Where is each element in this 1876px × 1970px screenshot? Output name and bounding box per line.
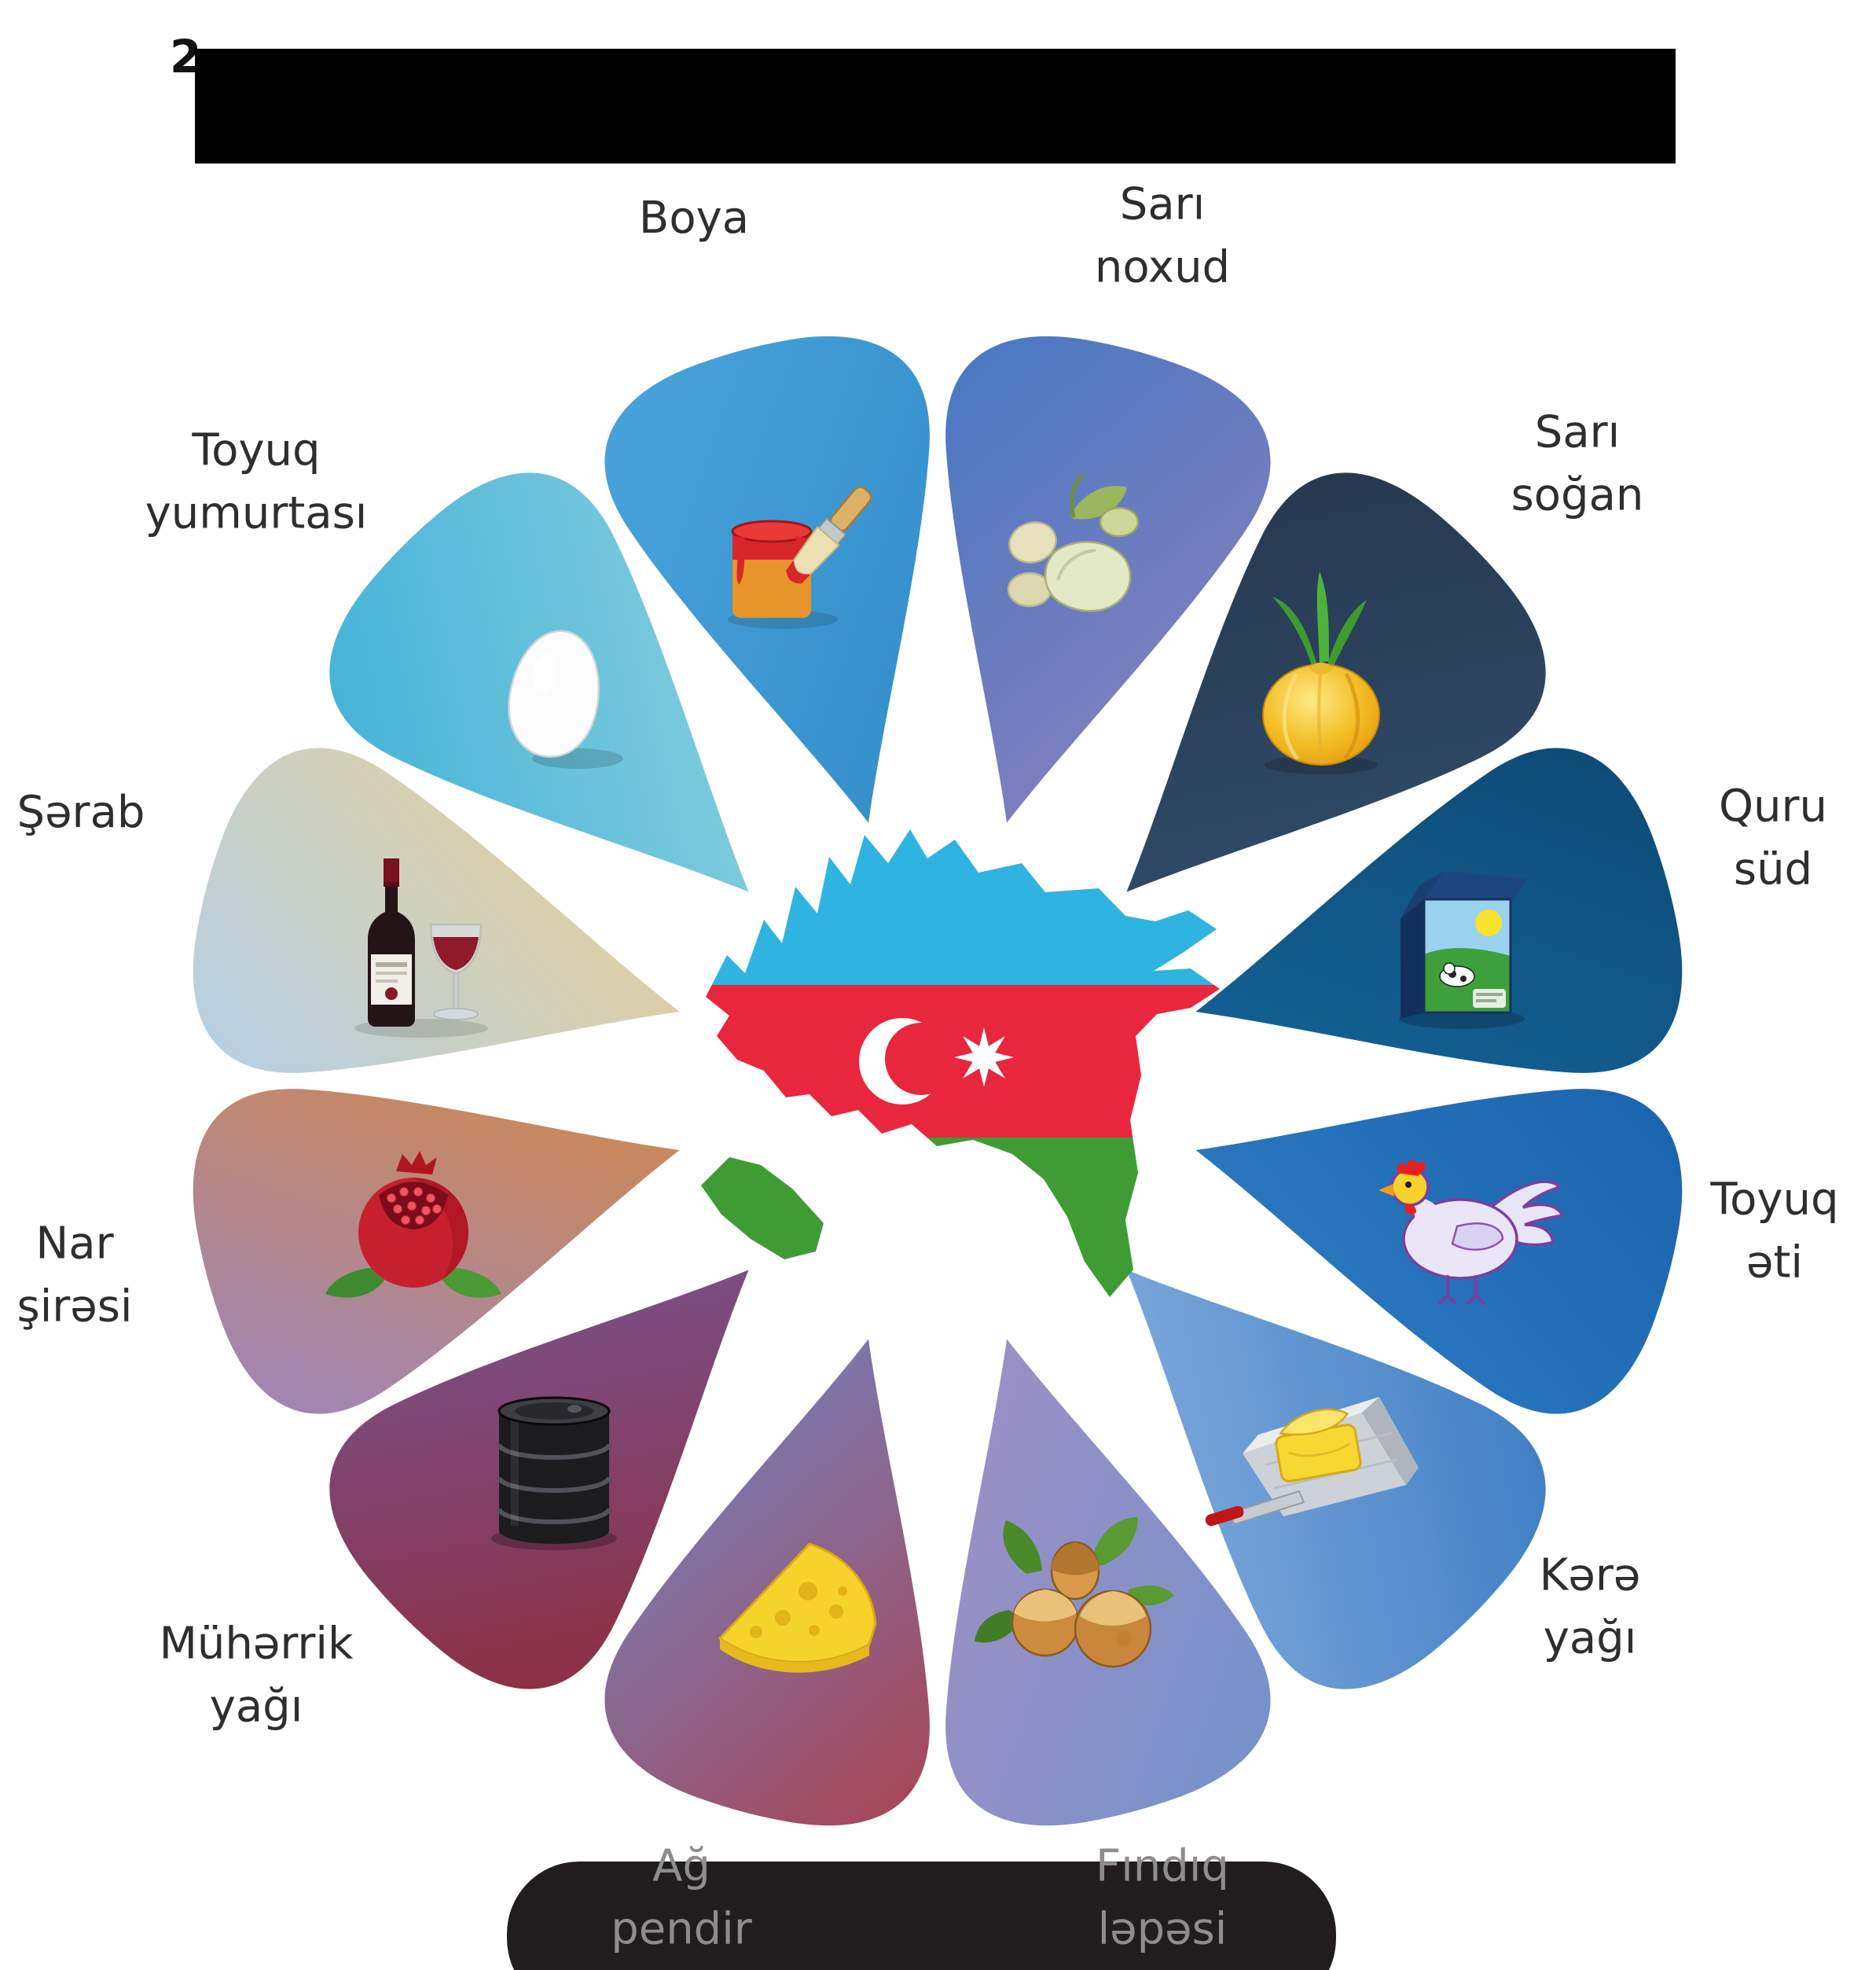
label-toyuq-eti: Toyuq əti (1710, 1174, 1839, 1288)
hazelnuts-icon (975, 1517, 1174, 1668)
azerbaijan-map (701, 829, 1220, 1297)
label-serab: Şərab (17, 787, 145, 839)
icons (325, 473, 1565, 1673)
wine-icon (354, 858, 488, 1038)
label-ag-pendir: Ağ pendir (611, 1840, 752, 1954)
oil-barrel-icon (491, 1396, 617, 1550)
label-quru-sud: Quru süd (1718, 781, 1828, 895)
petal-ag-pendir (604, 1339, 930, 1826)
label-kere-yagi: Kərə yağı (1539, 1549, 1641, 1663)
petal-serab (193, 748, 680, 1073)
flag-red-stripe (701, 985, 1220, 1138)
paint-icon (728, 486, 872, 629)
label-muherrik-yagi: Mühərrik yağı (159, 1618, 354, 1732)
chicken-icon (1379, 1160, 1565, 1305)
label-boya: Boya (638, 193, 750, 244)
footer-capsule (507, 1862, 1336, 1970)
petal-findiq-lepesi (945, 1339, 1271, 1826)
title-redaction-bar (195, 49, 1676, 164)
label-sari-noxud: Sarı noxud (1094, 178, 1231, 292)
wine-glass (429, 923, 483, 1020)
flag-star (954, 1027, 1014, 1087)
chickpeas-icon (1007, 473, 1140, 612)
milk-carton-icon (1399, 871, 1528, 1029)
cheese-icon (718, 1542, 877, 1673)
wine-bottle (368, 858, 415, 1027)
egg-icon (508, 630, 623, 769)
label-nar-siresi: Nar şirəsi (17, 1218, 133, 1332)
butter-icon (1205, 1397, 1419, 1527)
label-sari-sogan: Sarı soğan (1511, 406, 1644, 520)
label-findiq-lepesi: Fındıq ləpəsi (1096, 1840, 1229, 1954)
onion-icon (1262, 572, 1380, 774)
label-toyuq-yumurtasi: Toyuq yumurtası (145, 425, 368, 538)
pomegranate-icon (325, 1151, 501, 1298)
